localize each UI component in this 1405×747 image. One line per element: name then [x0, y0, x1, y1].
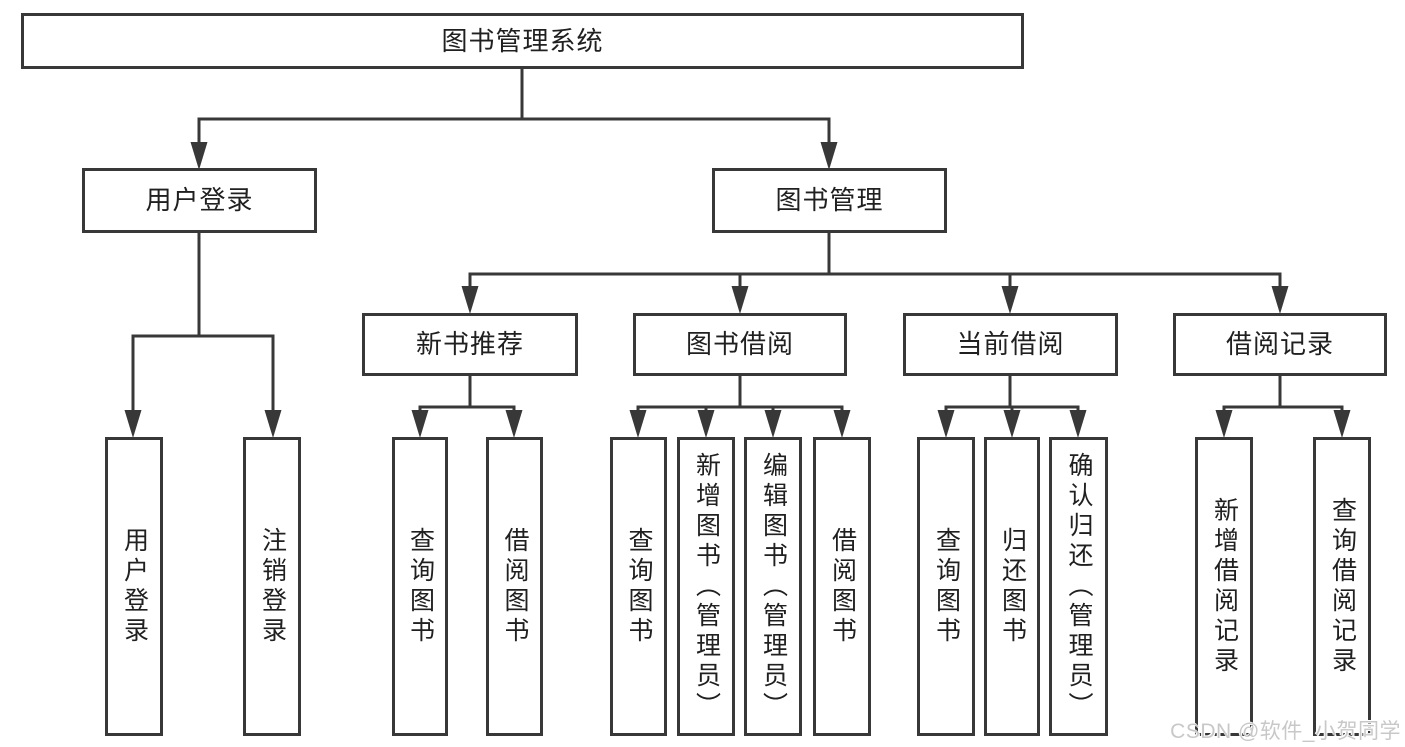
node-leaf-query-borrow-record: 查询借阅记录	[1313, 437, 1371, 736]
node-book-management: 图书管理	[712, 168, 947, 233]
node-new-book-recommend-label: 新书推荐	[415, 329, 524, 360]
node-leaf-return-books: 归还图书	[984, 437, 1040, 736]
node-current-borrowing-label: 当前借阅	[956, 329, 1065, 360]
node-leaf-borrow-books-2-label: 借阅图书	[828, 526, 857, 647]
node-leaf-confirm-return-admin-label: 确认归还（管理员）	[1065, 451, 1093, 722]
node-leaf-add-books-admin: 新增图书（管理员）	[677, 437, 735, 736]
node-new-book-recommend: 新书推荐	[362, 313, 578, 376]
node-current-borrowing: 当前借阅	[903, 313, 1118, 376]
node-leaf-borrow-books-1-label: 借阅图书	[501, 526, 529, 647]
node-leaf-query-books-2-label: 查询图书	[625, 526, 653, 647]
node-borrowing-records: 借阅记录	[1173, 313, 1387, 376]
node-leaf-query-books-1: 查询图书	[392, 437, 448, 736]
node-leaf-confirm-return-admin: 确认归还（管理员）	[1049, 437, 1108, 736]
node-leaf-add-borrow-record-label: 新增借阅记录	[1210, 496, 1239, 677]
node-borrowing-records-label: 借阅记录	[1225, 329, 1334, 360]
node-book-borrowing: 图书借阅	[633, 313, 847, 376]
node-leaf-borrow-books-2: 借阅图书	[813, 437, 871, 736]
node-leaf-query-books-3: 查询图书	[917, 437, 975, 736]
node-leaf-logout: 注销登录	[243, 437, 301, 736]
node-library-system: 图书管理系统	[21, 13, 1024, 69]
node-leaf-logout-label: 注销登录	[258, 526, 287, 647]
node-leaf-query-books-2: 查询图书	[610, 437, 667, 736]
node-leaf-user-login-label: 用户登录	[120, 526, 149, 647]
node-leaf-add-borrow-record: 新增借阅记录	[1195, 437, 1253, 736]
node-leaf-query-books-3-label: 查询图书	[932, 526, 961, 647]
node-user-login: 用户登录	[82, 168, 317, 233]
node-leaf-edit-books-admin-label: 编辑图书（管理员）	[759, 451, 788, 722]
node-leaf-edit-books-admin: 编辑图书（管理员）	[744, 437, 802, 736]
node-book-borrowing-label: 图书借阅	[685, 329, 794, 360]
node-leaf-user-login: 用户登录	[105, 437, 163, 736]
node-leaf-query-borrow-record-label: 查询借阅记录	[1328, 496, 1357, 677]
node-library-system-label: 图书管理系统	[441, 25, 604, 56]
node-book-management-label: 图书管理	[775, 185, 884, 216]
node-leaf-borrow-books-1: 借阅图书	[486, 437, 543, 736]
node-user-login-label: 用户登录	[145, 185, 254, 216]
node-leaf-return-books-label: 归还图书	[998, 526, 1027, 647]
node-leaf-add-books-admin-label: 新增图书（管理员）	[692, 451, 721, 722]
node-leaf-query-books-1-label: 查询图书	[406, 526, 435, 647]
watermark: CSDN @软件_小贺同学	[1170, 720, 1401, 743]
